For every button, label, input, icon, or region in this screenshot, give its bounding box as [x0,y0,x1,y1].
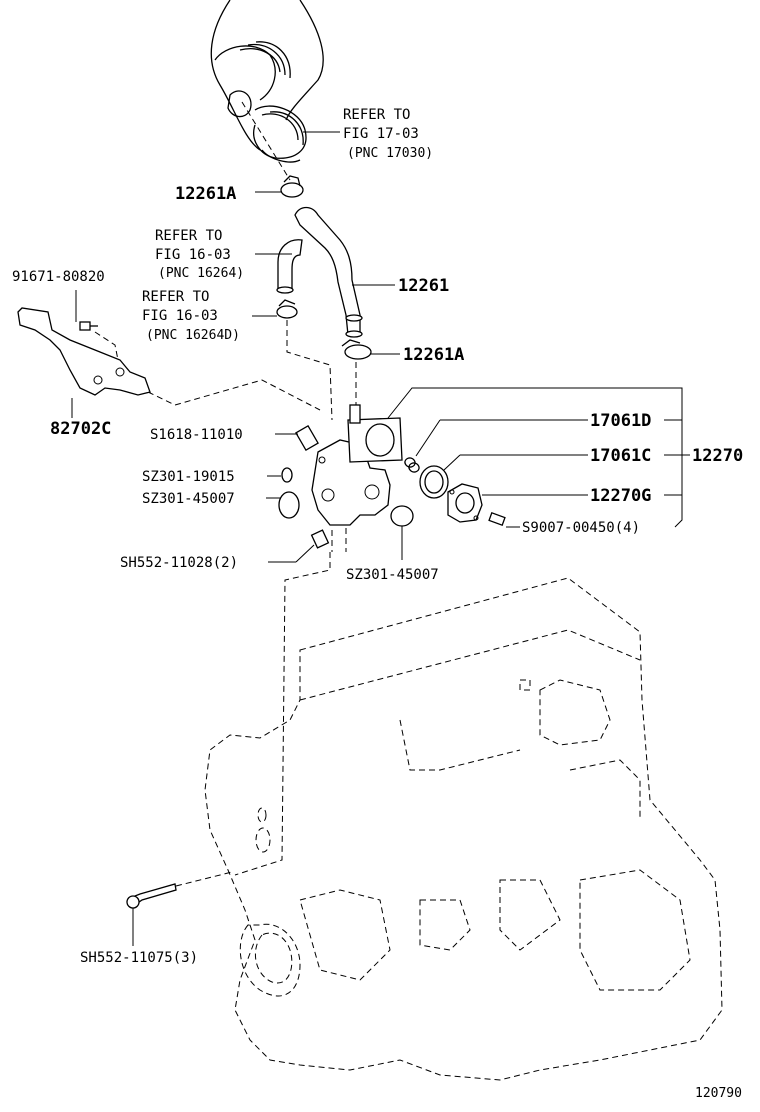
heater-hose [276,239,303,294]
label-sz301-19015: SZ301-19015 [142,469,235,485]
label-sz301-45007-bottom: SZ301-45007 [346,567,439,583]
stud-bolt [295,424,319,452]
leader-dash [286,320,333,421]
engine-block-outline [204,577,723,1081]
bracket-bolt [79,321,98,331]
leader-line [295,544,315,563]
leader-line [443,454,461,471]
o-ring-large-bottom [390,505,414,527]
label-12270: 12270 [692,446,743,466]
heater-hose-clamp [276,299,298,319]
label-17061c: 17061C [590,446,651,466]
figure-number: 120790 [695,1086,742,1101]
long-bolt [126,883,177,909]
thermostat-spring [404,457,420,473]
water-inlet-cover [447,483,483,523]
leader-dash [241,101,291,181]
engine-hanger-bracket [17,307,151,396]
thermostat-gasket [419,465,449,499]
label-sh552-11028: SH552-11028(2) [120,555,238,571]
label-12261a-top: 12261A [175,184,236,204]
o-ring-large-left [278,491,300,519]
refer-16a-line2: FIG 16-03 [155,247,231,263]
group-bracket [387,387,683,528]
water-bypass-hose [294,206,363,338]
refer-16a-line1: REFER TO [155,228,222,244]
label-91671: 91671-80820 [12,269,105,285]
refer-16b-line3: (PNC 16264D) [146,328,240,343]
label-17061d: 17061D [590,411,651,431]
hose-clamp-bottom [341,339,372,360]
refer-17-line3: (PNC 17030) [347,146,433,161]
label-12261a-bottom: 12261A [403,345,464,365]
water-outlet-housing [311,404,403,526]
leader-dash [234,552,331,876]
refer-16b-line2: FIG 16-03 [142,308,218,324]
refer-16a-line3: (PNC 16264) [158,266,244,281]
leader-dash [94,331,119,361]
leader-line [415,419,441,457]
cover-bolt [488,512,506,526]
label-s9007: S9007-00450(4) [522,520,640,536]
leader-dash [147,379,321,411]
refer-17-line2: FIG 17-03 [343,126,419,142]
hose-clamp-top [280,175,304,198]
label-12261: 12261 [398,276,449,296]
label-sh552-11075: SH552-11075(3) [80,950,198,966]
o-ring-small [281,467,293,483]
label-82702c: 82702C [50,419,111,439]
upper-air-hose [210,0,324,163]
label-s1618: S1618-11010 [150,427,243,443]
refer-16b-line1: REFER TO [142,289,209,305]
leader-dash [175,871,233,887]
label-12270g: 12270G [590,486,651,506]
label-sz301-45007-left: SZ301-45007 [142,491,235,507]
refer-17-line1: REFER TO [343,107,410,123]
housing-bolt [310,529,330,549]
